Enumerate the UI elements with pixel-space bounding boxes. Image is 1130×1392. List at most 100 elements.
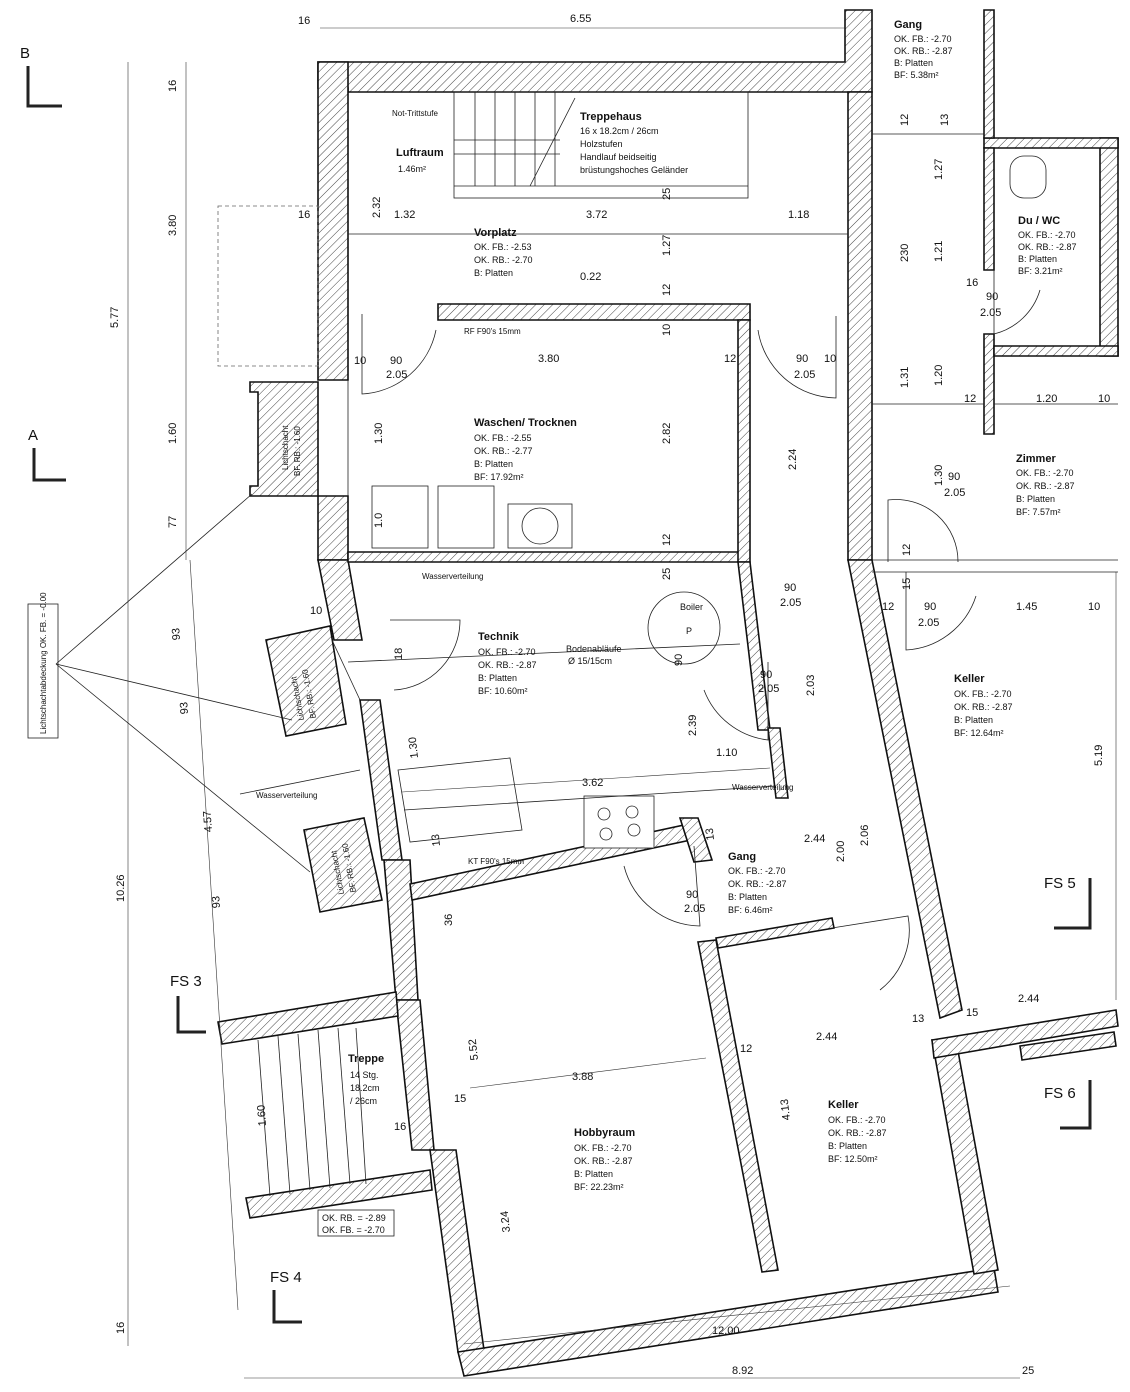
svg-text:6.55: 6.55	[570, 13, 591, 25]
svg-text:2.39: 2.39	[687, 715, 699, 736]
svg-text:Vorplatz: Vorplatz	[474, 227, 517, 239]
door-zimmer	[887, 499, 959, 563]
svg-text:12: 12	[899, 114, 911, 126]
svg-text:OK. FB.: -2.53: OK. FB.: -2.53	[474, 242, 532, 252]
svg-text:2.03: 2.03	[805, 675, 817, 696]
svg-text:12: 12	[964, 393, 976, 405]
svg-text:/ 26cm: / 26cm	[350, 1096, 377, 1106]
wasserverteilung-1: Wasserverteilung	[422, 572, 484, 581]
svg-text:Zimmer: Zimmer	[1016, 453, 1056, 465]
svg-text:OK. RB.: -2.87: OK. RB.: -2.87	[728, 879, 787, 889]
treppe-ok-rb: OK. RB. = -2.89	[322, 1213, 386, 1223]
svg-text:OK. FB.: -2.70: OK. FB.: -2.70	[1018, 230, 1076, 240]
wall-bottom	[457, 1267, 999, 1377]
wall-hobby-left-lower	[429, 1149, 485, 1353]
svg-text:90: 90	[948, 471, 960, 483]
svg-text:15: 15	[901, 578, 913, 590]
svg-text:10.26: 10.26	[115, 874, 127, 902]
room-vorplatz: Vorplatz OK. FB.: -2.53 OK. RB.: -2.70 B…	[474, 227, 533, 278]
svg-text:12: 12	[882, 601, 894, 613]
svg-text:OK. FB.: -2.70: OK. FB.: -2.70	[574, 1143, 632, 1153]
svg-text:3.72: 3.72	[586, 209, 607, 221]
svg-text:1.21: 1.21	[933, 241, 945, 262]
wall-technik-right	[737, 319, 751, 563]
svg-text:16: 16	[115, 1322, 127, 1334]
svg-text:Treppehaus: Treppehaus	[580, 111, 642, 123]
wall-technik-right-3	[767, 727, 789, 799]
boiler-circle	[647, 591, 721, 665]
svg-text:1.31: 1.31	[899, 367, 911, 388]
svg-text:15: 15	[966, 1007, 978, 1019]
dimension-lines	[127, 27, 1117, 1379]
svg-text:16: 16	[966, 277, 978, 289]
wall-right-upper	[847, 91, 873, 561]
wall-keller-right	[931, 1039, 999, 1275]
svg-text:15: 15	[454, 1093, 466, 1105]
shaft-outline	[217, 205, 319, 367]
svg-text:OK. RB.: -2.77: OK. RB.: -2.77	[474, 446, 533, 456]
wall-hobby-keller	[697, 939, 779, 1273]
section-markers: B A FS 3 FS 4 FS 5 FS 6	[20, 45, 1092, 1324]
svg-text:B: Platten: B: Platten	[828, 1141, 867, 1151]
wall-waschen-technik	[347, 551, 743, 563]
svg-text:16: 16	[167, 80, 179, 92]
svg-text:Keller: Keller	[954, 673, 985, 685]
svg-text:OK. FB.: -2.55: OK. FB.: -2.55	[474, 433, 532, 443]
wall-left-mid	[317, 495, 349, 561]
door-vorplatz-left	[361, 314, 437, 395]
wall-duwc-left-2	[983, 333, 995, 435]
svg-text:brüstungshoches Geländer: brüstungshoches Geländer	[580, 165, 688, 175]
svg-text:2.82: 2.82	[661, 423, 673, 444]
stove	[583, 795, 655, 849]
wall-keller-top	[931, 1009, 1119, 1059]
svg-text:2.44: 2.44	[804, 833, 825, 845]
svg-text:1.18: 1.18	[788, 209, 809, 221]
svg-text:5.77: 5.77	[109, 307, 121, 328]
svg-text:10: 10	[824, 353, 836, 365]
svg-text:13: 13	[704, 828, 717, 841]
svg-text:B: Platten: B: Platten	[894, 58, 933, 68]
svg-text:25: 25	[661, 568, 673, 580]
counter	[397, 757, 523, 843]
svg-text:1.60: 1.60	[167, 423, 179, 444]
svg-text:12: 12	[724, 353, 736, 365]
svg-text:1.30: 1.30	[933, 465, 945, 486]
svg-text:2.05: 2.05	[944, 487, 965, 499]
wall-top	[317, 9, 873, 93]
svg-text:230: 230	[899, 244, 911, 262]
wall-treppe-bottom	[245, 1169, 433, 1219]
svg-text:16 x 18.2cm / 26cm: 16 x 18.2cm / 26cm	[580, 126, 659, 136]
room-labels: Gang OK. FB.: -2.70 OK. RB.: -2.87 B: Pl…	[348, 19, 1077, 1192]
svg-text:93: 93	[178, 702, 191, 715]
svg-text:BF: 22.23m²: BF: 22.23m²	[574, 1182, 624, 1192]
svg-text:2.05: 2.05	[918, 617, 939, 629]
svg-text:Handlauf beidseitig: Handlauf beidseitig	[580, 152, 657, 162]
svg-text:BF: 5.38m²: BF: 5.38m²	[894, 70, 939, 80]
marker-b: B	[20, 45, 30, 62]
boiler-p-label: P	[686, 626, 692, 636]
svg-text:90: 90	[686, 889, 698, 901]
svg-text:OK. RB.: -2.87: OK. RB.: -2.87	[828, 1128, 887, 1138]
svg-text:BF: 10.60m²: BF: 10.60m²	[478, 686, 528, 696]
svg-text:B: Platten: B: Platten	[954, 715, 993, 725]
svg-text:2.05: 2.05	[758, 683, 779, 695]
lichtschacht-3	[303, 817, 383, 913]
svg-text:2.05: 2.05	[980, 307, 1001, 319]
svg-text:OK. FB.: -2.70: OK. FB.: -2.70	[1016, 468, 1074, 478]
wall-rf-f90	[437, 303, 751, 321]
svg-text:13: 13	[430, 834, 443, 847]
room-luftraum: Luftraum 1.46m² Not-Trittstufe	[392, 109, 444, 174]
svg-text:OK. FB.: -2.70: OK. FB.: -2.70	[478, 647, 536, 657]
svg-text:1.20: 1.20	[933, 365, 945, 386]
svg-text:18.2cm: 18.2cm	[350, 1083, 380, 1093]
room-gang-mid: Gang OK. FB.: -2.70 OK. RB.: -2.87 B: Pl…	[728, 851, 787, 915]
wall-left-upper	[317, 61, 349, 381]
washer-1	[371, 485, 429, 549]
treppe-ok-fb: OK. FB. = -2.70	[322, 1225, 385, 1235]
wasserverteilung-3: Wasserverteilung	[732, 783, 794, 792]
marker-a: A	[28, 427, 38, 444]
svg-text:14 Stg.: 14 Stg.	[350, 1070, 379, 1080]
svg-text:90: 90	[760, 669, 772, 681]
svg-text:12.00: 12.00	[712, 1325, 740, 1337]
svg-text:OK. RB.: -2.87: OK. RB.: -2.87	[1018, 242, 1077, 252]
